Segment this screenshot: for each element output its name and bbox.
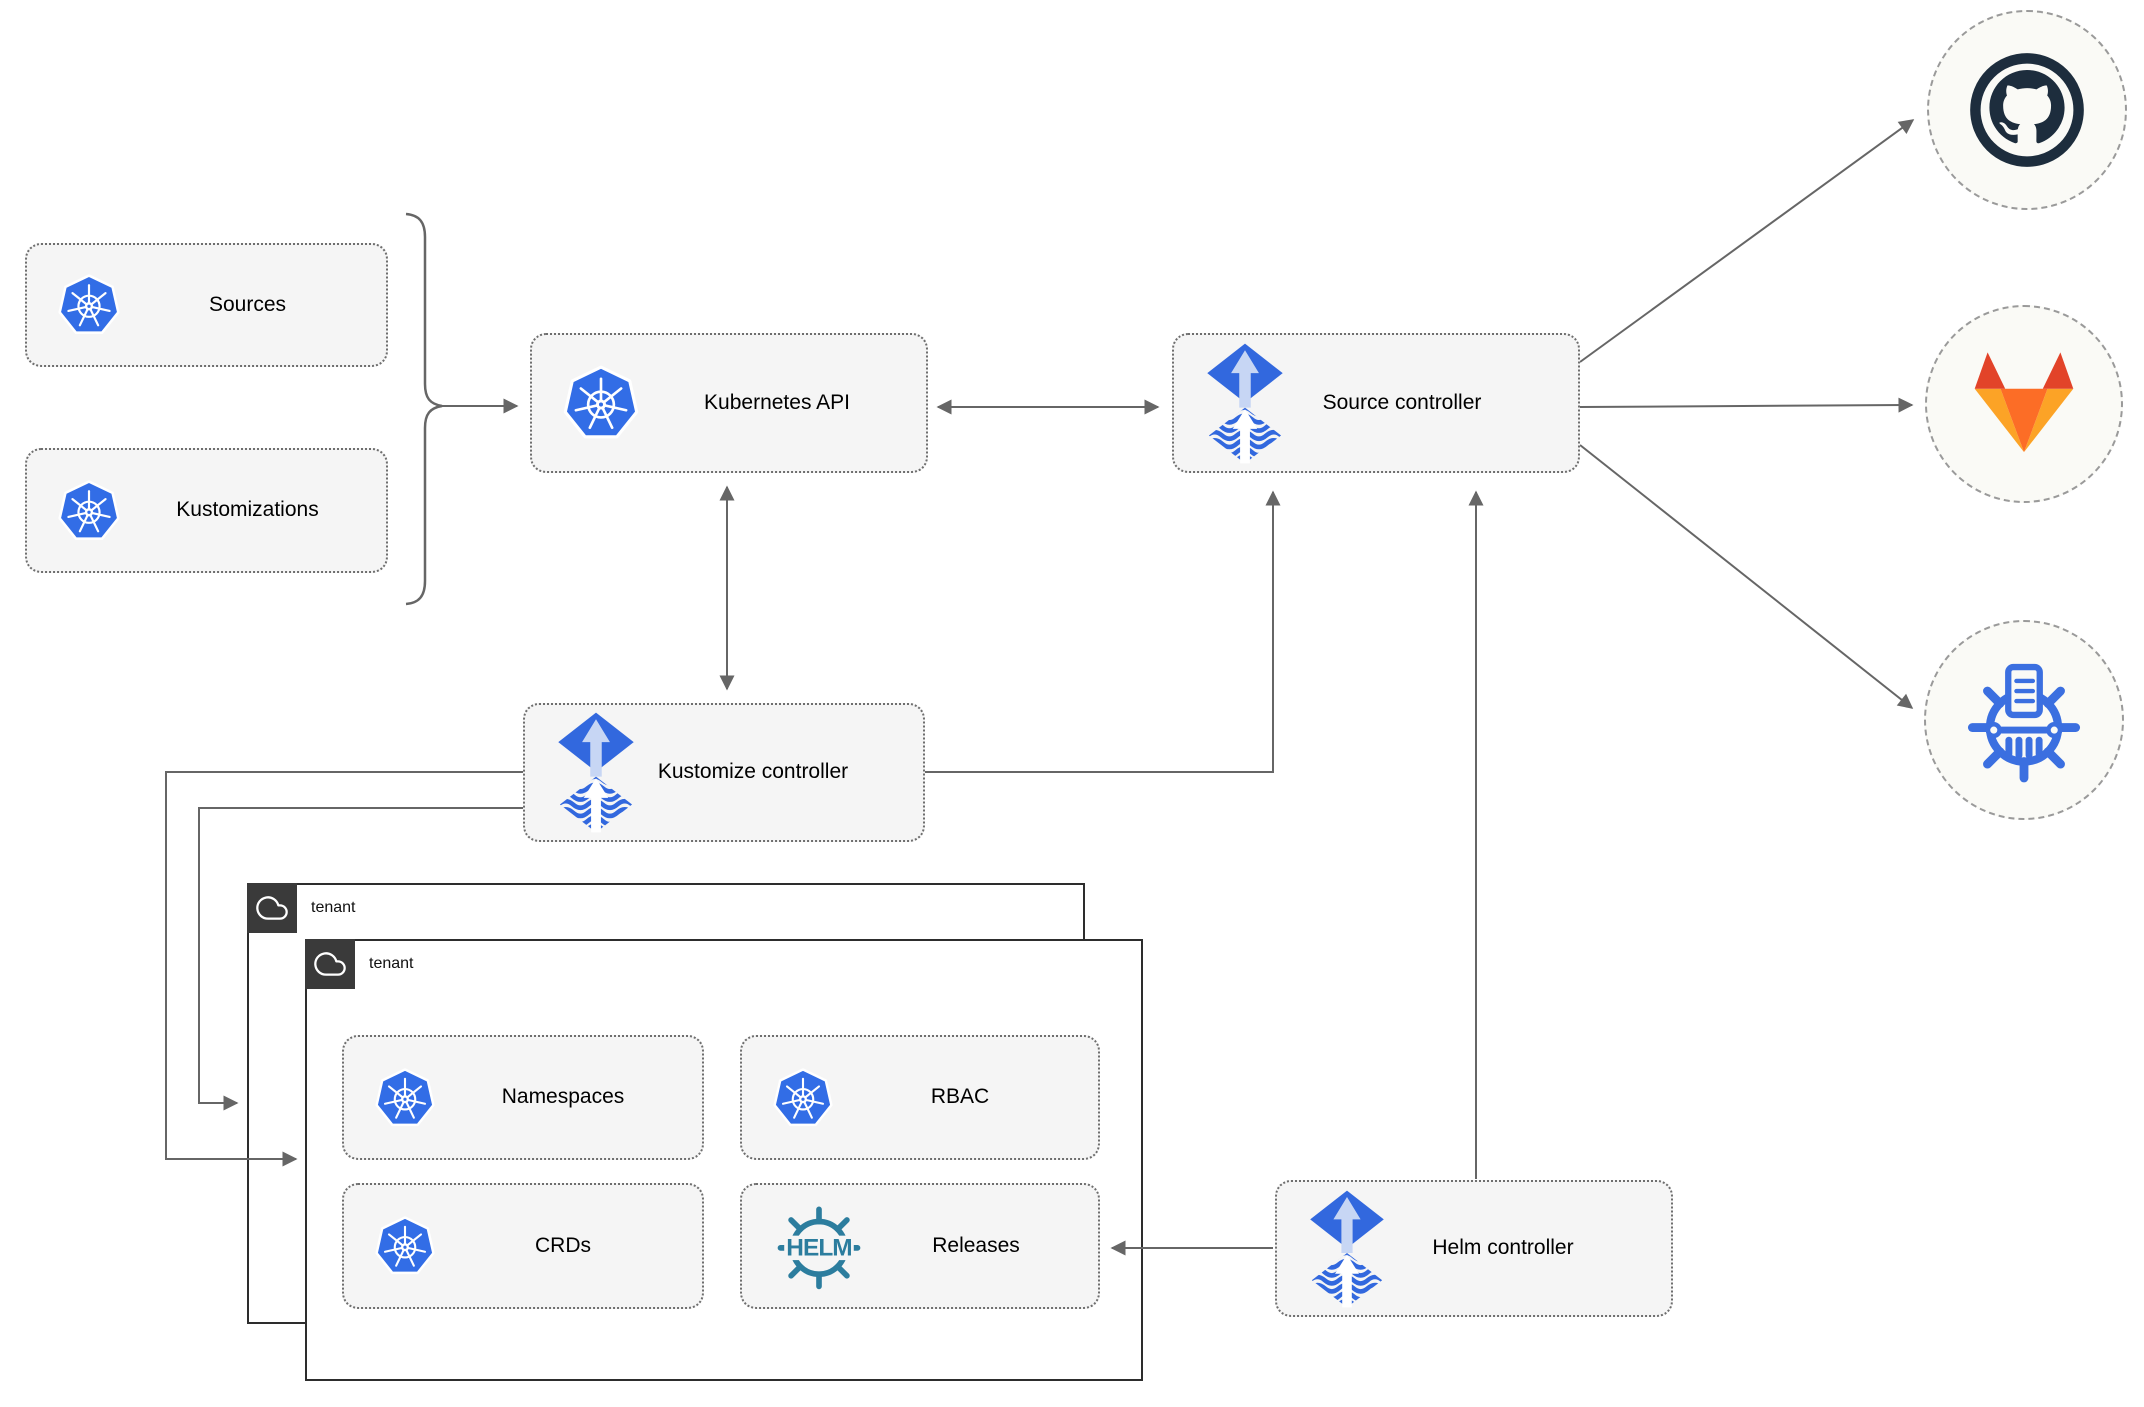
tenant-tag <box>305 939 355 989</box>
arrow-source-to-gitlab <box>1579 397 1914 413</box>
node-label: Source controller <box>1322 390 1482 414</box>
arrow-kustomize-to-outer-tenant <box>198 807 524 1111</box>
github-node <box>1927 10 2127 210</box>
kubernetes-icon <box>772 1067 834 1129</box>
flux-icon <box>555 711 637 834</box>
node-label: CRDs <box>535 1233 591 1257</box>
arrow-source-to-chartmuseum <box>1579 444 1914 709</box>
crds-node: CRDs <box>342 1183 704 1309</box>
node-label: Releases <box>932 1233 1020 1257</box>
rbac-node: RBAC <box>740 1035 1100 1160</box>
kubernetes-icon <box>374 1215 436 1277</box>
node-label: Kustomize controller <box>657 760 849 784</box>
kustomizations-node: Kustomizations <box>25 448 388 573</box>
node-label: Helm controller <box>1432 1236 1574 1260</box>
kubernetes-icon <box>57 273 121 337</box>
arrow-kustomize-to-inner-tenant <box>165 771 524 1167</box>
source-controller-node: Source controller <box>1172 333 1580 473</box>
flux-icon <box>1307 1189 1387 1309</box>
helm-wordmark: HELM <box>786 1234 851 1261</box>
sources-node: Sources <box>25 243 388 367</box>
bracket-sources-group <box>405 212 443 606</box>
arrow-kustomize-to-source-controller <box>924 490 1281 773</box>
chartmuseum-node <box>1924 620 2124 820</box>
node-label: Sources <box>208 292 287 316</box>
gitlab-icon <box>1974 352 2074 453</box>
namespaces-node: Namespaces <box>342 1035 704 1160</box>
node-label: Kubernetes API <box>704 390 850 414</box>
gitlab-node <box>1925 305 2123 503</box>
node-label: RBAC <box>930 1085 990 1109</box>
helm-icon: HELM <box>777 1206 861 1290</box>
tenant-label: tenant <box>369 955 414 972</box>
tenant-tag <box>247 883 297 933</box>
helm-controller-node: Helm controller <box>1275 1180 1673 1317</box>
tenant-label: tenant <box>311 899 356 916</box>
github-icon <box>1970 53 2084 167</box>
kubernetes-api-node: Kubernetes API <box>530 333 928 473</box>
kubernetes-icon <box>562 364 640 442</box>
kubernetes-icon <box>57 479 121 543</box>
releases-node: HELM Releases <box>740 1183 1100 1309</box>
arrow-source-to-github <box>1579 119 1915 363</box>
node-label: Namespaces <box>501 1085 625 1109</box>
kubernetes-icon <box>374 1067 436 1129</box>
chartmuseum-icon <box>1967 663 2081 783</box>
flux-icon <box>1204 342 1286 465</box>
node-label: Kustomizations <box>176 498 319 522</box>
kustomize-controller-node: Kustomize controller <box>523 703 925 842</box>
